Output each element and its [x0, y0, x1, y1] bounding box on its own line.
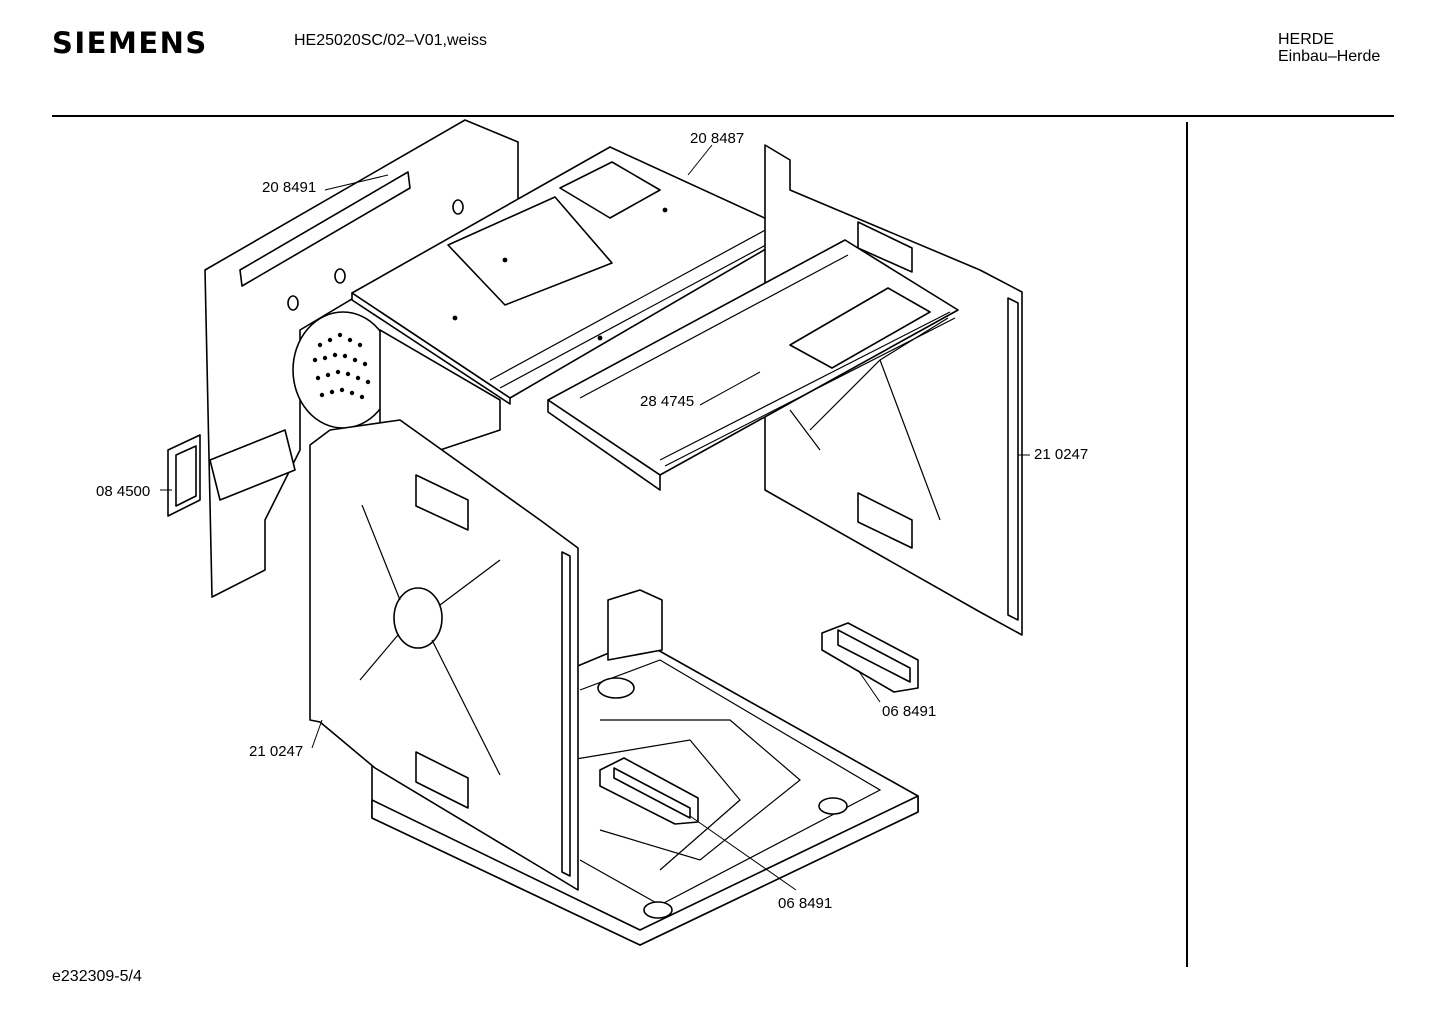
part-label: 06 8491: [882, 703, 936, 720]
part-label: 20 8487: [690, 130, 744, 147]
connector-bracket: [167, 429, 296, 517]
part-label: 28 4745: [640, 393, 694, 410]
left-rear-panel: [204, 119, 519, 598]
part-labels: 20 8491 20 8487 28 4745 21 0247 08 4500 …: [96, 130, 1088, 912]
header-divider: [52, 115, 1394, 117]
left-side-panel: [309, 419, 579, 891]
part-label: 08 4500: [96, 483, 150, 500]
guide-bracket-upper: [821, 622, 919, 693]
leader-lines: [160, 144, 1030, 891]
subcategory-label: Einbau–Herde: [1278, 48, 1381, 65]
top-panel: [351, 146, 796, 405]
side-divider: [1186, 122, 1188, 967]
part-label: 21 0247: [1034, 446, 1088, 463]
part-label: 21 0247: [249, 743, 303, 760]
fan-grille: [312, 332, 371, 400]
category-label: HERDE: [1278, 31, 1335, 48]
part-label: 06 8491: [778, 895, 832, 912]
model-number: HE25020SC/02–V01,weiss: [294, 32, 488, 49]
guide-bracket-lower: [599, 757, 699, 825]
shelf-rail: [547, 239, 959, 491]
siemens-logo: SIEMENS: [52, 26, 208, 60]
document-id: e232309-5/4: [52, 968, 142, 985]
category-block: HERDE Einbau–Herde: [1278, 31, 1380, 65]
part-label: 20 8491: [262, 179, 316, 196]
